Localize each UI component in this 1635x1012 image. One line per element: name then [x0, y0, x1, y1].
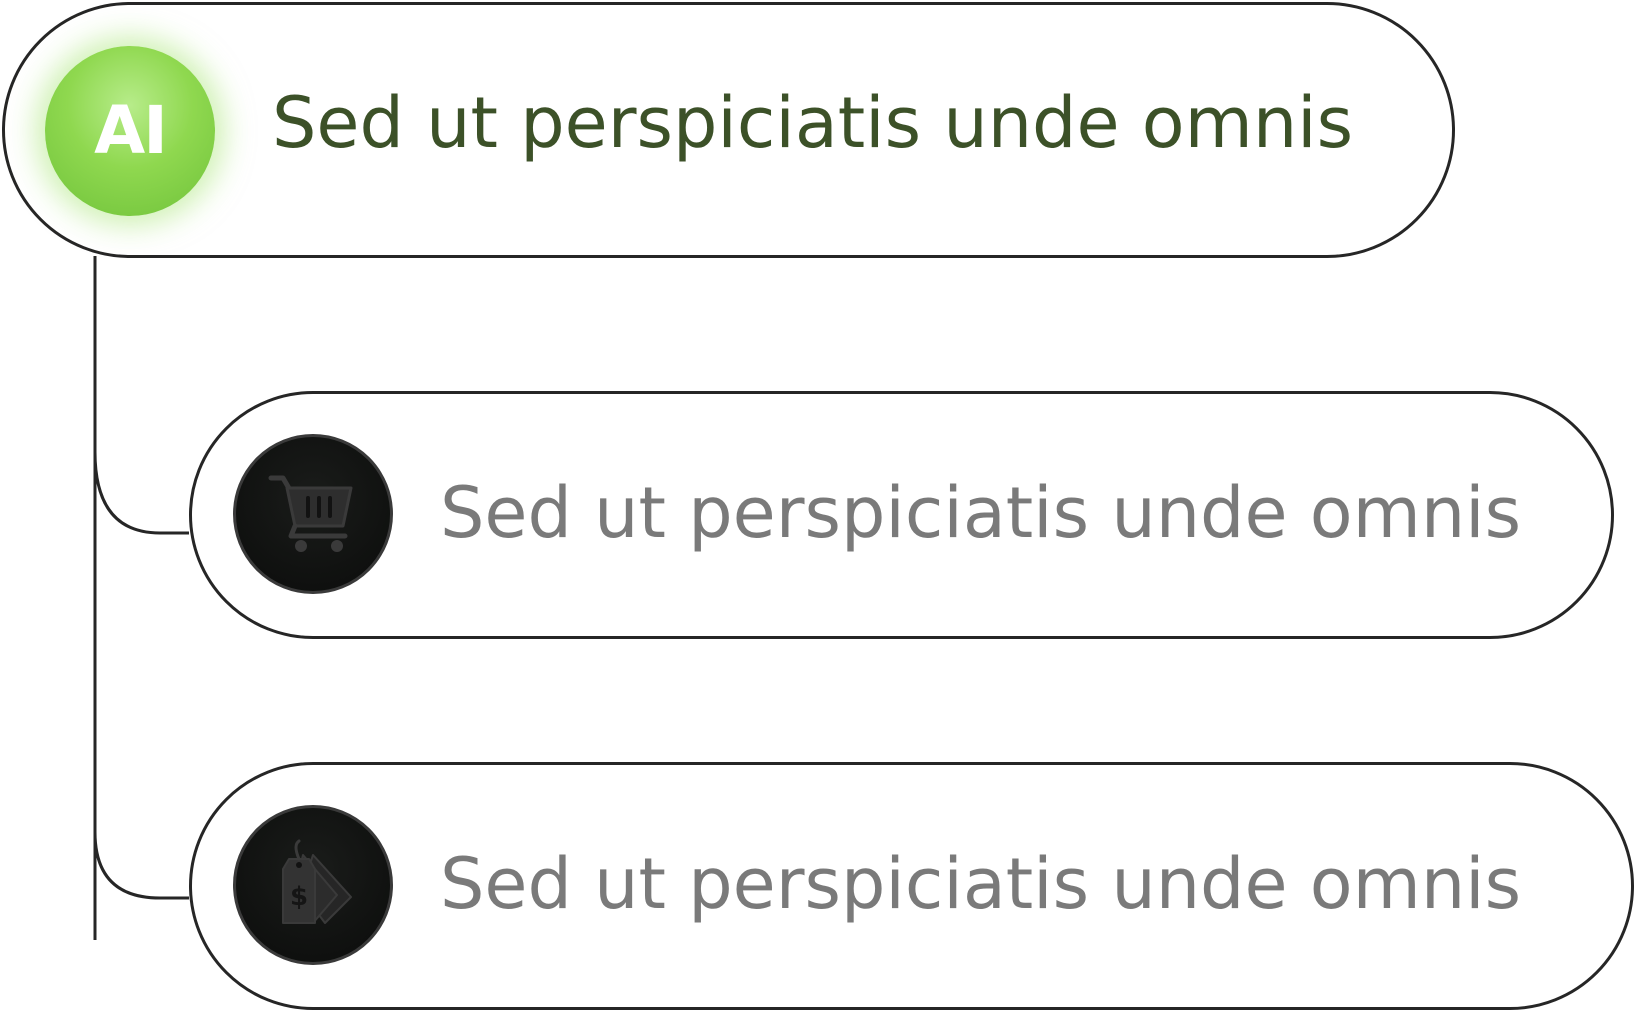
- ai-badge-text: AI: [94, 92, 168, 169]
- child-node-2: [189, 762, 1634, 1010]
- shopping-cart-badge: [233, 434, 393, 594]
- branch-connector-1: [93, 451, 189, 535]
- root-node: [2, 2, 1455, 258]
- price-tags-badge: $: [233, 805, 393, 965]
- price-tags-icon: $: [282, 839, 352, 924]
- root-label: Sed ut perspiciatis unde omnis: [272, 82, 1354, 164]
- child-node-1: [189, 391, 1614, 639]
- shopping-cart-icon: [268, 475, 353, 552]
- child-label-2: Sed ut perspiciatis unde omnis: [440, 843, 1522, 925]
- svg-text:$: $: [290, 882, 308, 912]
- ai-badge-icon: AI: [45, 46, 215, 216]
- branch-connector-2: [93, 831, 189, 900]
- child-label-1: Sed ut perspiciatis unde omnis: [440, 472, 1522, 554]
